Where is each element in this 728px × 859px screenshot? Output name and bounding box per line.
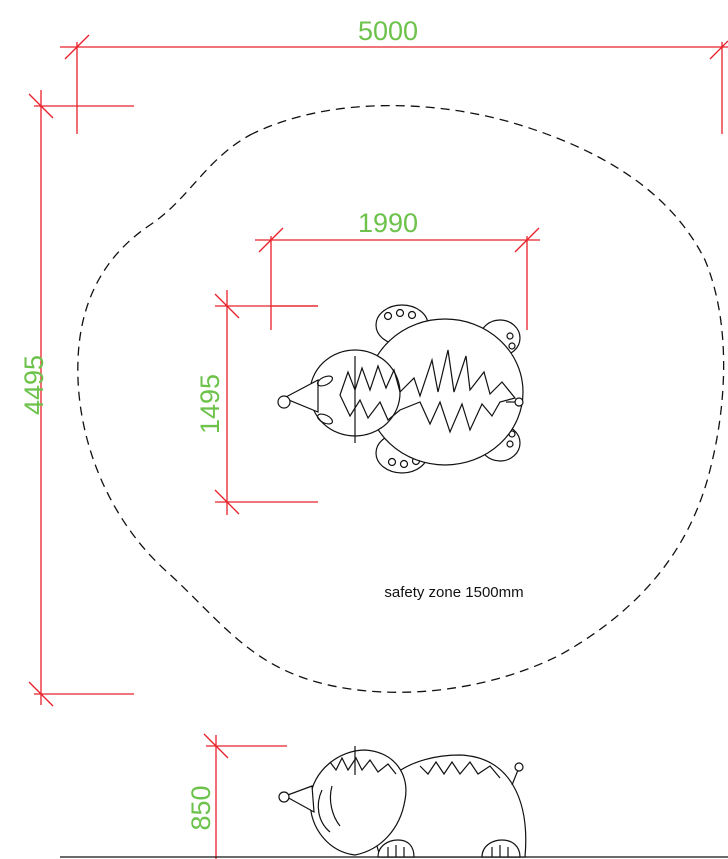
hedgehog-nose-plan: [277, 395, 291, 409]
overall-depth-label: 4495: [19, 355, 49, 415]
hedgehog-side-view: [60, 746, 728, 858]
safety-zone-outline: [77, 104, 725, 693]
product-height-label: 850: [186, 785, 216, 830]
dimension-product-depth: 1495: [195, 290, 318, 515]
product-width-label: 1990: [358, 208, 418, 238]
dimension-product-width: 1990: [255, 208, 540, 330]
safety-zone-note: safety zone 1500mm: [384, 584, 523, 601]
hedgehog-head-side: [309, 749, 407, 856]
dimension-overall-depth: 4495: [19, 90, 134, 707]
hedgehog-snout-plan: [282, 379, 319, 413]
product-depth-label: 1495: [195, 374, 225, 434]
dimension-overall-width: 5000: [60, 16, 728, 134]
dimension-product-height: 850: [186, 733, 287, 859]
hedgehog-plan-view: [277, 304, 524, 474]
hedgehog-spines-plan: [339, 349, 517, 434]
hedgehog-snout-side: [283, 785, 315, 814]
overall-width-label: 5000: [358, 16, 418, 46]
